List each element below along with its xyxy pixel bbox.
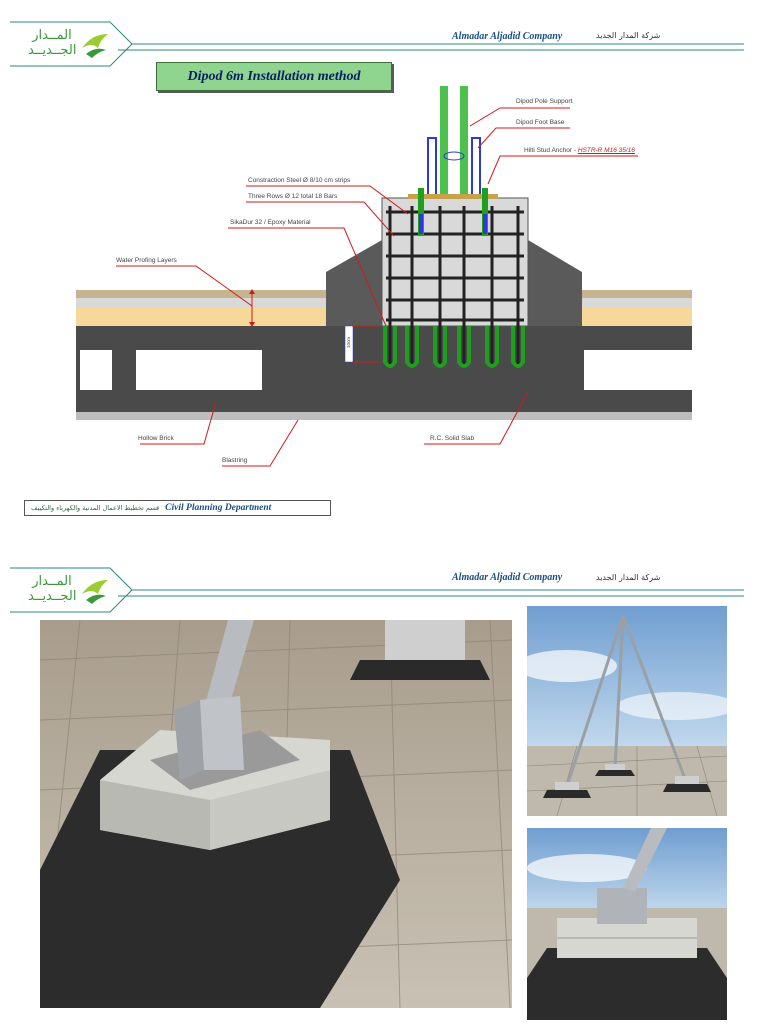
label-pole-support: Dipod Pole Support bbox=[516, 98, 573, 105]
header-frame-page2 bbox=[10, 567, 744, 613]
department-name-en: Civil Planning Department bbox=[165, 503, 272, 513]
logo-bird-icon bbox=[82, 580, 108, 604]
label-dim-mark: 10cm bbox=[346, 336, 352, 349]
stud-anchor-prefix: Hilti Stud Anchor - bbox=[524, 147, 578, 154]
render-main-image bbox=[40, 620, 512, 1008]
render-overview-image bbox=[527, 606, 727, 816]
label-waterproofing: Water Profing Layers bbox=[116, 257, 177, 264]
logo-text: المــدار الجــديــد bbox=[28, 28, 76, 58]
company-name-en: Almadar Aljadid Company bbox=[452, 31, 563, 42]
label-stud-anchor: Hilti Stud Anchor - HSTR-R M16 35/16 bbox=[524, 147, 635, 154]
label-rc-slab: R.C. Solid Slab bbox=[430, 435, 475, 442]
render-detail-image bbox=[527, 828, 727, 1020]
department-name-ar: قسم تخطيط الاعمال المدنية والكهرباء والت… bbox=[31, 504, 160, 512]
logo-text-page2: المــدار الجــديــد bbox=[28, 574, 76, 604]
label-construction-steel: Constraction Steel Ø 8/10 cm strips bbox=[248, 177, 351, 184]
company-name-ar: شركة المدار الجديد bbox=[596, 31, 661, 40]
logo-text-line1: المــدار bbox=[32, 28, 72, 43]
header-frame bbox=[10, 21, 744, 67]
company-logo-page2: المــدار الجــديــد bbox=[22, 570, 114, 614]
company-name-ar-page2: شركة المدار الجديد bbox=[596, 573, 661, 582]
logo-text-line1-page2: المــدار bbox=[32, 574, 72, 589]
render-detail bbox=[527, 828, 727, 1020]
logo-text-line2: الجــديــد bbox=[28, 43, 77, 58]
stud-anchor-code: HSTR-R M16 35/16 bbox=[577, 147, 635, 154]
logo-bird-icon bbox=[82, 34, 108, 58]
installation-drawing bbox=[76, 86, 692, 467]
label-foot-base: Dipod Foot Base bbox=[516, 119, 565, 126]
label-blastring: Blastring bbox=[222, 457, 248, 464]
render-main bbox=[40, 620, 512, 1008]
logo-text-line2-page2: الجــديــد bbox=[28, 589, 77, 604]
company-logo: المــدار الجــديــد bbox=[22, 24, 114, 68]
page-title: Dipod 6m Installation method bbox=[156, 62, 392, 91]
label-hollow-brick: Hollow Brick bbox=[138, 435, 174, 442]
company-name-en-page2: Almadar Aljadid Company bbox=[452, 572, 563, 583]
label-three-rows: Three Rows Ø 12 total 18 Bars bbox=[248, 193, 338, 200]
department-footer: قسم تخطيط الاعمال المدنية والكهرباء والت… bbox=[24, 500, 331, 516]
label-sikadur: SikaDur 32 / Epoxy Material bbox=[230, 219, 311, 226]
render-overview bbox=[527, 606, 727, 816]
